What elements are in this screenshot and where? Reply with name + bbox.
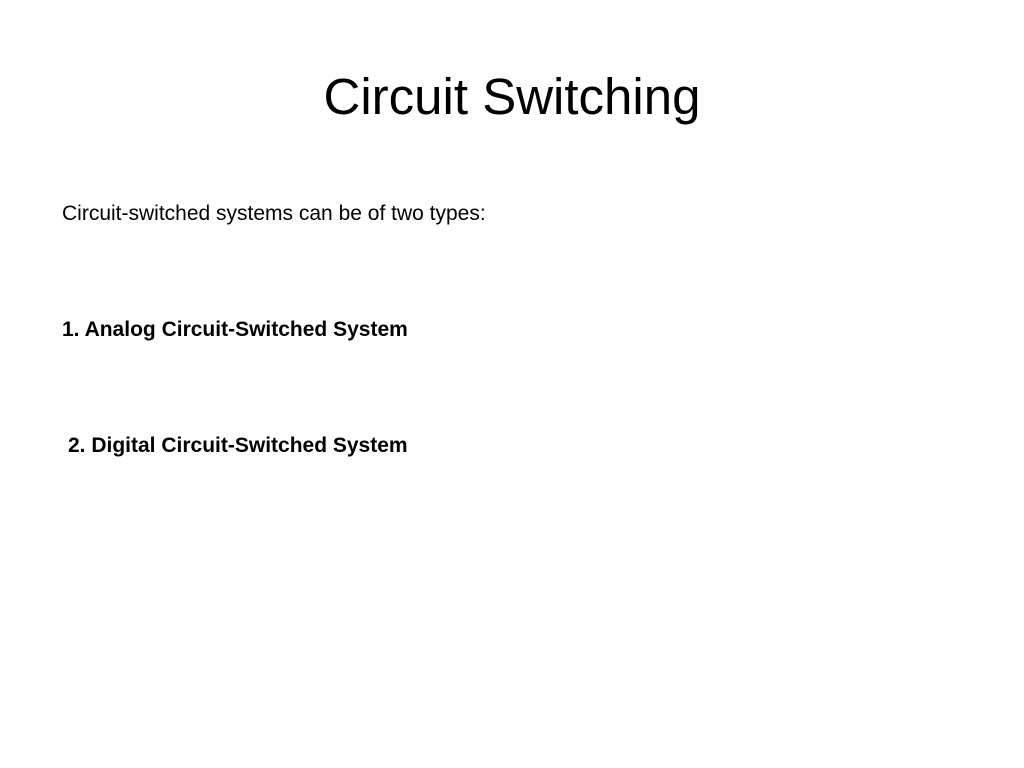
- list-item-digital: 2. Digital Circuit-Switched System: [68, 434, 408, 457]
- slide-title: Circuit Switching: [323, 68, 701, 125]
- intro-text: Circuit-switched systems can be of two t…: [62, 202, 486, 225]
- list-item-analog: 1. Analog Circuit-Switched System: [62, 318, 408, 341]
